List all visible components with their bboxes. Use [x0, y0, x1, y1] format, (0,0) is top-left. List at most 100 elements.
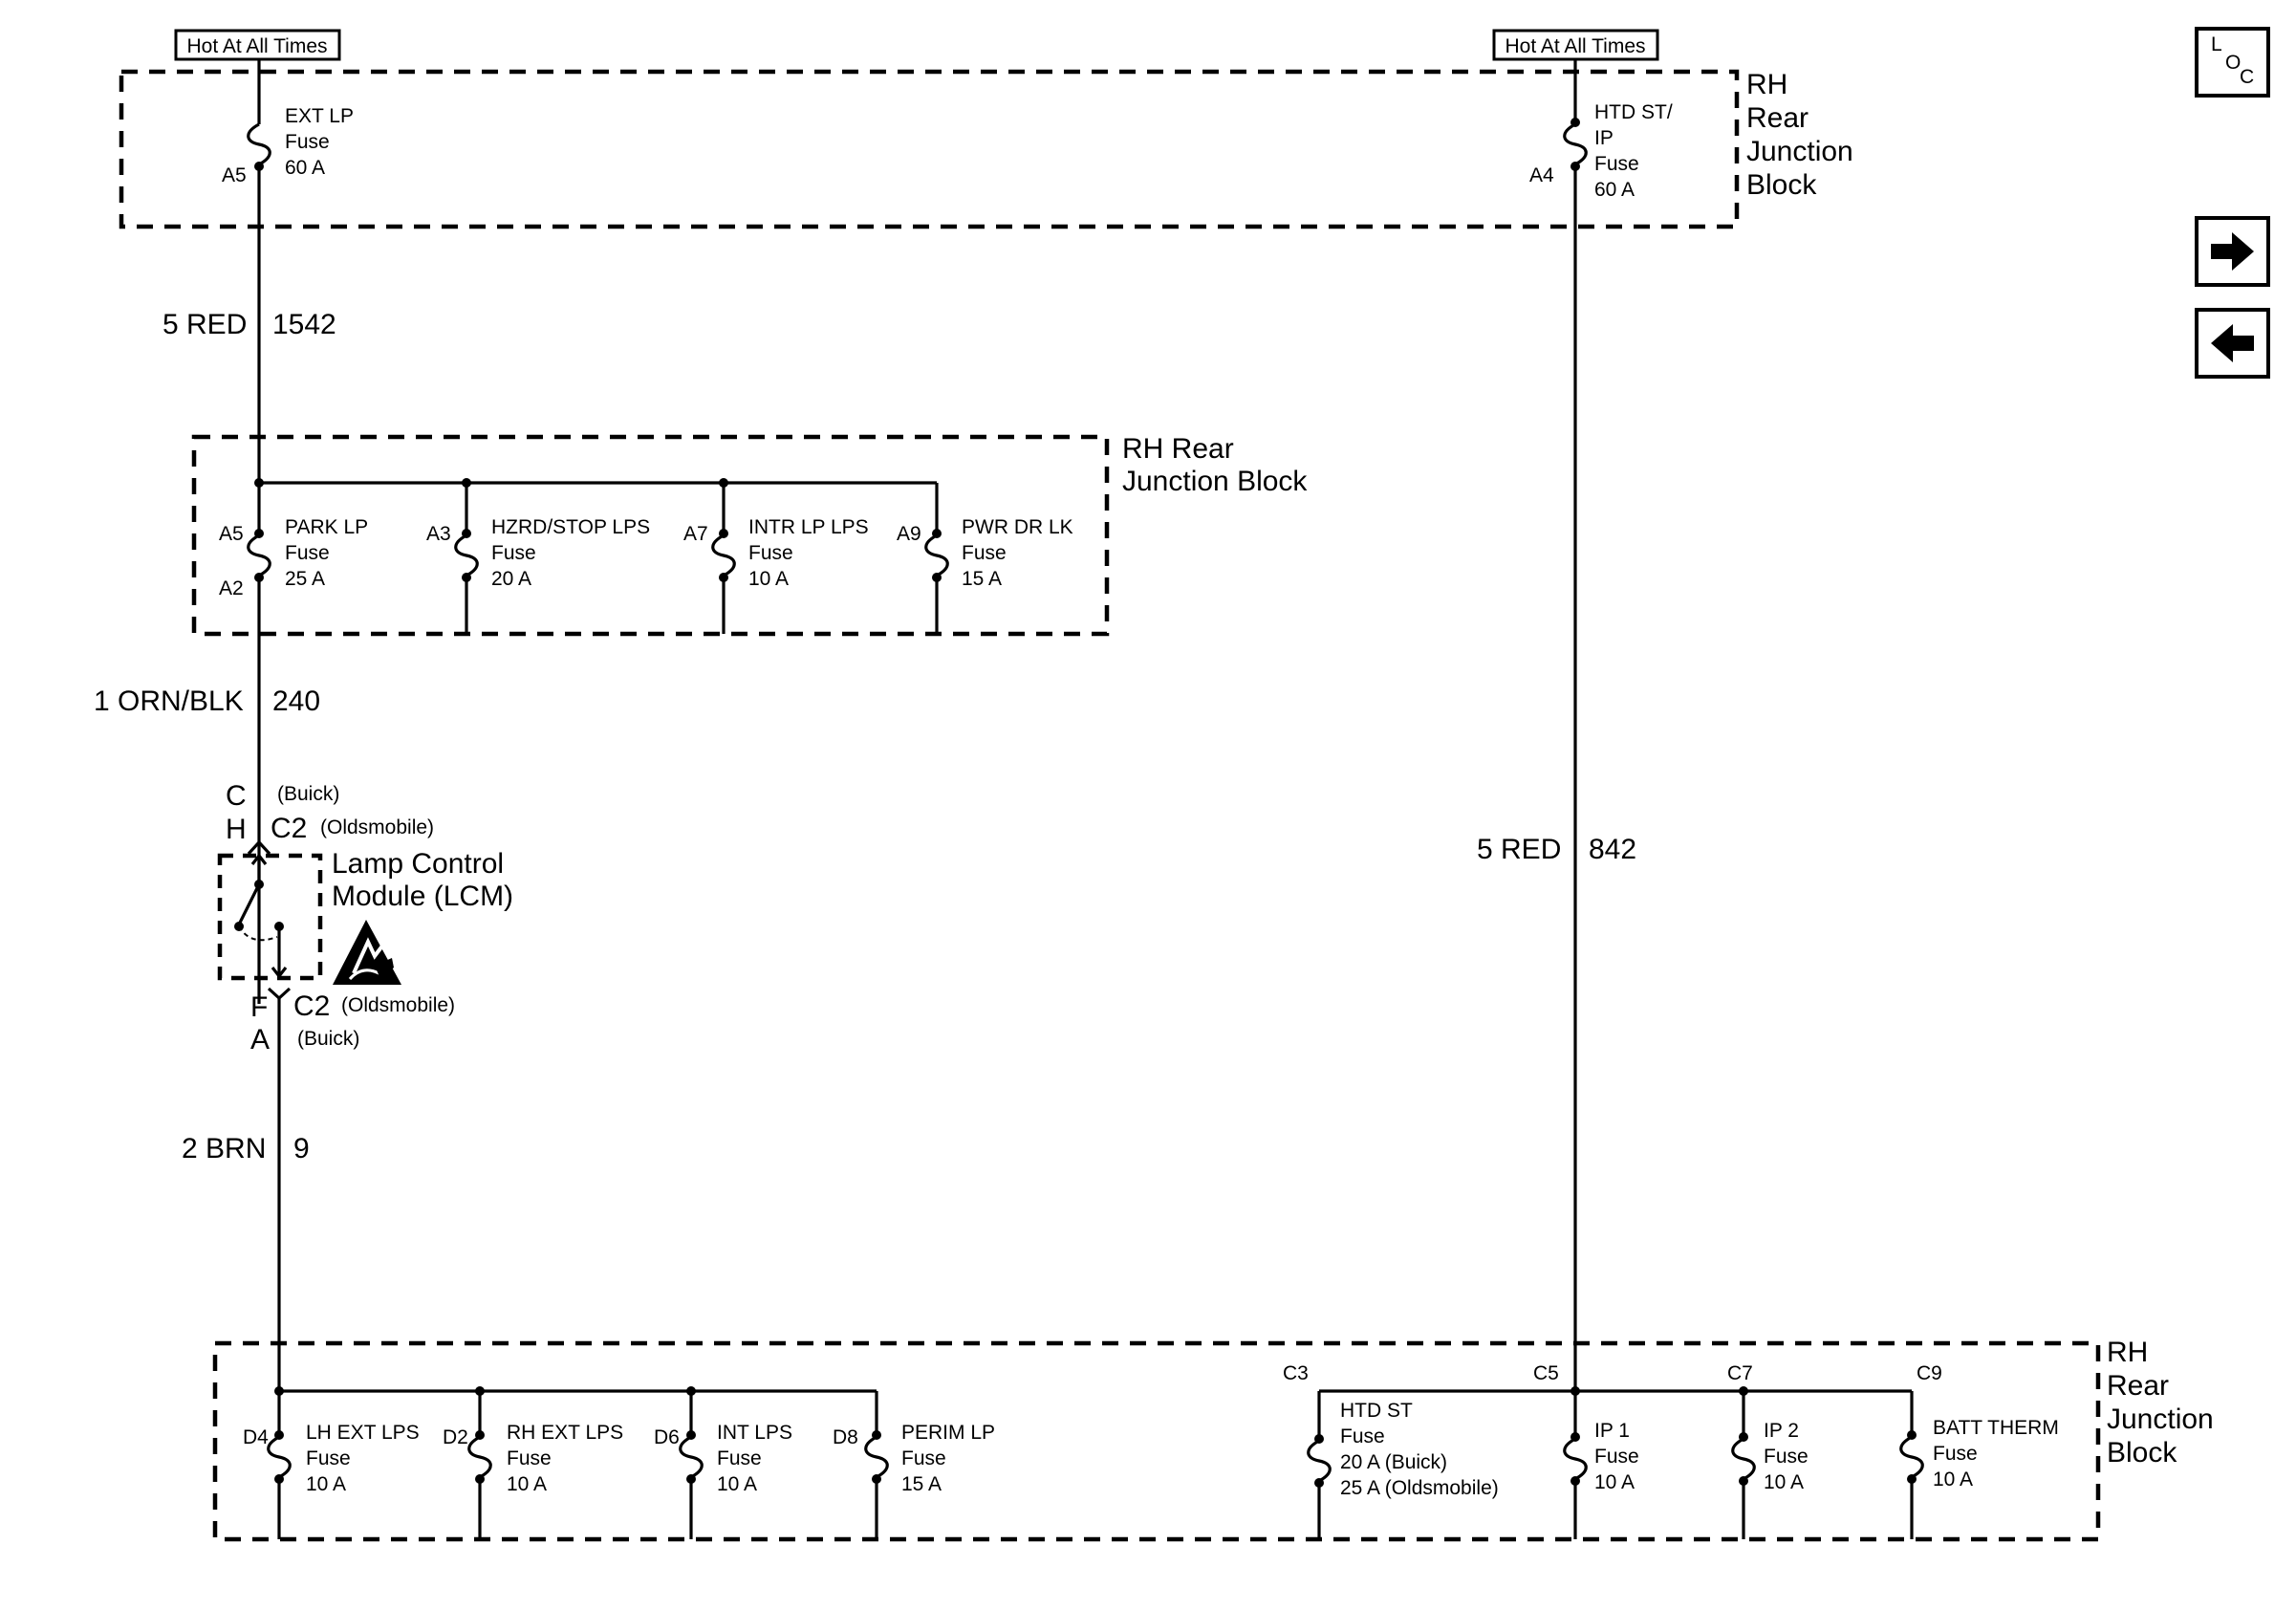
lcm-output-connector: F A C2 (Oldsmobile) (Buick) [250, 987, 455, 1391]
svg-text:Fuse: Fuse [306, 1447, 351, 1469]
svg-text:Junction: Junction [2107, 1403, 2214, 1435]
top-junction-block-box [119, 69, 1740, 229]
hot-label-right: Hot At All Times [1492, 29, 1659, 61]
svg-text:A5: A5 [219, 523, 244, 545]
svg-text:A9: A9 [897, 523, 921, 545]
lcm-box [217, 853, 323, 981]
svg-text:Block: Block [2107, 1437, 2177, 1469]
hot-label-left: Hot At All Times [174, 29, 341, 61]
svg-text:HTD ST/: HTD ST/ [1594, 101, 1673, 123]
svg-text:Fuse: Fuse [1340, 1425, 1385, 1447]
svg-text:Fuse: Fuse [962, 542, 1007, 564]
svg-text:D4: D4 [243, 1426, 269, 1448]
bottom-junction-block-box [212, 1340, 2101, 1542]
svg-text:Fuse: Fuse [1594, 1446, 1639, 1468]
fuse-batt-therm: C9 BATT THERM Fuse 10 A [1899, 1362, 2059, 1490]
svg-text:C: C [226, 780, 247, 812]
svg-text:Fuse: Fuse [1933, 1443, 1978, 1465]
next-page-button[interactable] [2195, 216, 2270, 287]
svg-text:10 A: 10 A [507, 1473, 547, 1495]
arrow-left-icon [2211, 324, 2254, 362]
location-button[interactable]: L O C [2195, 27, 2270, 98]
svg-text:L: L [2211, 33, 2222, 55]
svg-text:Block: Block [1746, 169, 1817, 201]
wire-1542-circuit: 1542 [272, 309, 336, 340]
svg-text:Fuse: Fuse [285, 542, 330, 564]
svg-text:(Buick): (Buick) [297, 1028, 359, 1050]
svg-text:C3: C3 [1283, 1362, 1309, 1384]
svg-text:Fuse: Fuse [507, 1447, 552, 1469]
fuse-intr-lp-lps: A7 INTR LP LPS Fuse 10 A [683, 516, 869, 590]
svg-text:10 A: 10 A [1594, 1471, 1635, 1493]
svg-text:IP 1: IP 1 [1594, 1420, 1630, 1442]
svg-text:RH Rear: RH Rear [1122, 433, 1234, 465]
svg-text:10 A: 10 A [717, 1473, 757, 1495]
lcm-name: Lamp Control Module (LCM) [332, 848, 513, 912]
arrow-right-icon [2211, 232, 2254, 271]
fuse-int-lps: D6 INT LPS Fuse 10 A [654, 1422, 792, 1495]
svg-text:D8: D8 [833, 1426, 858, 1448]
svg-text:HZRD/STOP LPS: HZRD/STOP LPS [491, 516, 650, 538]
svg-text:Hot At All Times: Hot At All Times [186, 35, 327, 57]
svg-text:Rear: Rear [2107, 1370, 2169, 1402]
svg-text:IP: IP [1594, 127, 1614, 149]
svg-text:D6: D6 [654, 1426, 680, 1448]
svg-text:H: H [226, 814, 247, 845]
wire-842-gauge: 5 RED [1477, 834, 1561, 865]
fuse-ext-lp: A5 EXT LP Fuse 60 A [222, 105, 354, 186]
svg-text:RH: RH [1746, 69, 1787, 100]
fuse-park-lp: A5 A2 PARK LP Fuse 25 A [219, 516, 368, 599]
fuse-hzrd-stop-lps: A3 HZRD/STOP LPS Fuse 20 A [426, 516, 650, 590]
fuse-ip-2: C7 IP 2 Fuse 10 A [1727, 1362, 1809, 1493]
svg-text:A4: A4 [1529, 164, 1554, 186]
wire-240-gauge: 1 ORN/BLK [94, 685, 244, 717]
fuse-lh-ext-lps: D4 LH EXT LPS Fuse 10 A [243, 1422, 420, 1495]
lcm-switch [234, 853, 288, 979]
svg-text:C7: C7 [1727, 1362, 1753, 1384]
svg-text:Fuse: Fuse [748, 542, 793, 564]
svg-text:RH EXT LPS: RH EXT LPS [507, 1422, 623, 1444]
svg-text:10 A: 10 A [748, 568, 789, 590]
svg-text:Fuse: Fuse [717, 1447, 762, 1469]
fuse-ip-1: C5 IP 1 Fuse 10 A [1533, 1362, 1639, 1493]
svg-text:Fuse: Fuse [491, 542, 536, 564]
svg-text:60 A: 60 A [1594, 179, 1635, 201]
bottom-junction-block-label: RH Rear Junction Block [2107, 1337, 2214, 1469]
svg-text:Junction Block: Junction Block [1122, 466, 1308, 497]
svg-text:10 A: 10 A [1933, 1469, 1973, 1490]
esd-warning-icon [333, 920, 401, 985]
previous-page-button[interactable] [2195, 308, 2270, 379]
fuse-perim-lp: D8 PERIM LP Fuse 15 A [833, 1422, 995, 1495]
svg-text:Fuse: Fuse [285, 131, 330, 153]
svg-text:INTR LP LPS: INTR LP LPS [748, 516, 869, 538]
svg-text:A3: A3 [426, 523, 451, 545]
svg-text:F: F [250, 991, 268, 1023]
svg-text:Hot At All Times: Hot At All Times [1505, 35, 1645, 57]
fuse-htd-st: C3 HTD ST Fuse 20 A (Buick) 25 A (Oldsmo… [1283, 1362, 1499, 1499]
svg-text:IP 2: IP 2 [1764, 1420, 1799, 1442]
svg-text:C: C [2240, 66, 2254, 88]
top-junction-block-label: RH Rear Junction Block [1746, 69, 1853, 201]
fuse-htd-st-ip: A4 HTD ST/ IP Fuse 60 A [1529, 101, 1673, 201]
svg-text:20 A (Buick): 20 A (Buick) [1340, 1451, 1447, 1473]
svg-text:Module (LCM): Module (LCM) [332, 881, 513, 912]
lcm-input-connector: C H (Buick) C2 (Oldsmobile) [226, 780, 434, 856]
svg-text:PARK LP: PARK LP [285, 516, 368, 538]
mid-junction-block-box [191, 434, 1110, 637]
mid-junction-block-label: RH Rear Junction Block [1122, 433, 1308, 497]
svg-text:C5: C5 [1533, 1362, 1559, 1384]
svg-text:Lamp Control: Lamp Control [332, 848, 504, 880]
svg-text:C2: C2 [271, 813, 307, 844]
wire-9-circuit: 9 [293, 1133, 310, 1164]
fuse-pwr-dr-lk: A9 PWR DR LK Fuse 15 A [897, 516, 1073, 590]
svg-text:25 A: 25 A [285, 568, 325, 590]
svg-text:A5: A5 [222, 164, 247, 186]
wire-1542-gauge: 5 RED [162, 309, 247, 340]
wire-842-circuit: 842 [1589, 834, 1636, 865]
wire-240-circuit: 240 [272, 685, 320, 717]
svg-text:10 A: 10 A [1764, 1471, 1804, 1493]
svg-text:O: O [2225, 52, 2241, 74]
svg-text:D2: D2 [443, 1426, 468, 1448]
svg-text:60 A: 60 A [285, 157, 325, 179]
